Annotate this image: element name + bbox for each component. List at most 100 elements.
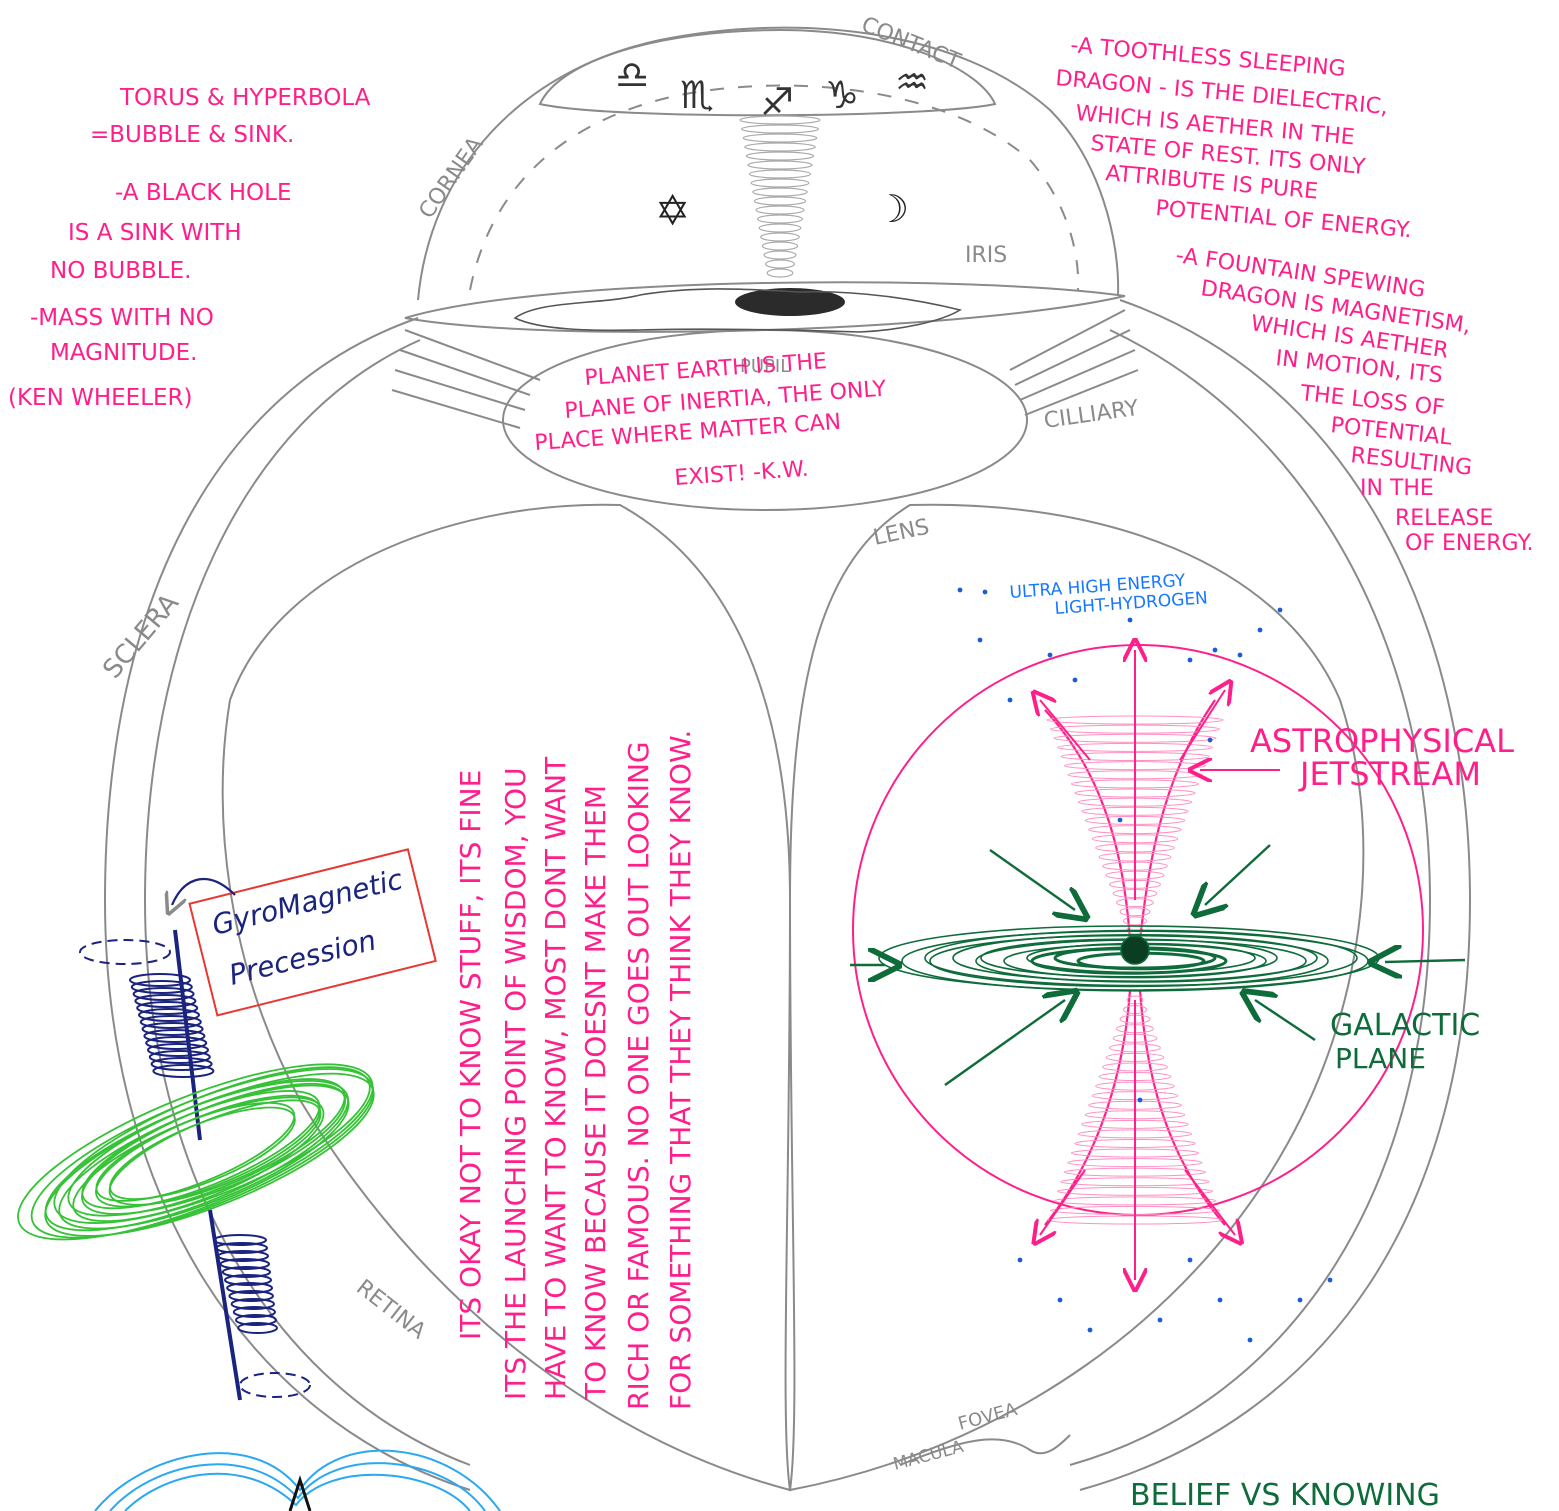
particle-dot — [1298, 1298, 1303, 1303]
particle-dot — [1248, 1338, 1253, 1343]
vortex-ring — [756, 206, 804, 214]
note-left-8: (KEN WHEELER) — [8, 385, 193, 411]
particle-dot — [1118, 818, 1123, 823]
vertical-note-1: ITS OKAY NOT TO KNOW STUFF, ITS FINE — [454, 770, 487, 1340]
inflow-arrow-tl — [990, 850, 1075, 910]
coil-loop — [146, 1037, 206, 1049]
coil-loop — [143, 1023, 203, 1035]
vortex-ring — [753, 188, 807, 196]
moon-icon: ☽ — [875, 187, 909, 231]
particle-dot — [1238, 653, 1243, 658]
note-right-14: IN THE — [1360, 476, 1434, 501]
gyro-coil-upper — [130, 974, 213, 1077]
coil-loop — [139, 1009, 199, 1021]
particle-dot — [978, 638, 983, 643]
vortex-ring — [761, 233, 799, 241]
label-fovea: FOVEA — [956, 1399, 1020, 1435]
particle-dot — [1218, 1298, 1223, 1303]
vortex-ring — [746, 152, 813, 160]
galaxy-core — [1121, 936, 1149, 964]
note-right-6: POTENTIAL OF ENERGY. — [1154, 196, 1412, 243]
earth-continents — [515, 289, 960, 332]
vertical-note-5: RICH OR FAMOUS. NO ONE GOES OUT LOOKING — [622, 741, 655, 1410]
particle-dot — [1213, 648, 1218, 653]
particle-dot — [1008, 698, 1013, 703]
jet-arrow-up-left — [1040, 700, 1090, 760]
label-macula: MACULA — [891, 1437, 966, 1475]
vortex-ring — [751, 179, 809, 187]
note-right-16: OF ENERGY. — [1405, 531, 1533, 556]
cornea-dome — [418, 28, 1118, 300]
label-plane: PLANE — [1335, 1042, 1426, 1075]
galactic-disk — [879, 926, 1379, 991]
lens-note-4: EXIST! -K.W. — [674, 457, 810, 491]
particle-dot — [1018, 1258, 1023, 1263]
gyro-top-dashed-ring — [80, 940, 170, 964]
cornea-vortex — [740, 116, 820, 277]
particle-dot — [1073, 678, 1078, 683]
vortex-ring — [750, 170, 811, 178]
label-cornea: CORNEA — [414, 133, 488, 224]
bottom-torus — [95, 1451, 500, 1511]
hydrogen-particles — [958, 588, 1333, 1343]
galaxy-sphere — [850, 588, 1465, 1343]
jet-arrow-down-right — [1185, 1170, 1235, 1235]
vertical-note-2: ITS THE LAUNCHING POINT OF WISDOM, YOU — [499, 767, 532, 1400]
jet-arrow-down-left — [1040, 1170, 1085, 1235]
particle-dot — [958, 588, 963, 593]
coil-loop — [135, 995, 195, 1007]
vortex-ring — [758, 215, 803, 223]
coil-loop — [150, 1051, 210, 1063]
note-left-2: =BUBBLE & SINK. — [90, 122, 294, 148]
note-left-7: MAGNITUDE. — [50, 340, 197, 366]
zodiac-aquarius: ♒ — [895, 60, 929, 104]
particle-dot — [1048, 653, 1053, 658]
particle-dot — [1158, 1318, 1163, 1323]
particle-dot — [1188, 658, 1193, 663]
star-of-david-icon: ✡ — [655, 186, 690, 235]
label-jetstream: JETSTREAM — [1298, 755, 1481, 793]
vertical-note-6: FOR SOMETHING THAT THEY THINK THEY KNOW. — [664, 730, 697, 1410]
galaxy-labels: ULTRA HIGH ENERGY LIGHT-HYDROGEN ASTROPH… — [1009, 571, 1514, 1075]
vortex-ring — [766, 260, 795, 268]
zodiac-capricorn: ♑ — [825, 73, 859, 117]
note-left-4: IS A SINK WITH — [68, 220, 242, 246]
vortex-ring — [759, 224, 801, 232]
particle-dot — [1138, 1098, 1143, 1103]
coil-loop — [148, 1044, 208, 1056]
gyro-disk-ring — [27, 1042, 392, 1268]
inflow-arrow-r — [1385, 960, 1465, 962]
particle-dot — [1088, 1328, 1093, 1333]
note-right-15: RELEASE — [1395, 506, 1493, 531]
vortex-ring — [748, 161, 812, 169]
particle-dot — [1128, 618, 1133, 623]
label-galactic: GALACTIC — [1330, 1008, 1480, 1043]
vortex-ring — [764, 251, 796, 259]
label-retina: RETINA — [351, 1275, 430, 1344]
vertical-note-3: HAVE TO WANT TO KNOW, MOST DONT WANT — [539, 756, 572, 1400]
label-lens: LENS — [871, 515, 932, 551]
vortex-ring — [743, 134, 817, 142]
inflow-arrow-bl — [945, 1000, 1065, 1085]
zodiac-sagittarius: ♐ — [760, 80, 794, 124]
particle-dot — [1208, 738, 1213, 743]
label-iris: IRIS — [965, 243, 1007, 268]
vortex-ring — [762, 242, 797, 250]
vortex-ring — [745, 143, 815, 151]
jet-coil-ring — [1120, 908, 1150, 916]
belief-vs-knowing-title: BELIEF VS KNOWING — [1130, 1478, 1440, 1511]
vertical-note: ITS OKAY NOT TO KNOW STUFF, ITS FINE ITS… — [454, 730, 697, 1410]
note-left-1: TORUS & HYPERBOLA — [119, 85, 371, 111]
note-right-11: THE LOSS OF — [1298, 381, 1445, 421]
inflow-arrow-tr — [1205, 845, 1270, 905]
note-left-3: -A BLACK HOLE — [115, 180, 292, 206]
vortex-ring — [754, 197, 805, 205]
note-left-6: -MASS WITH NO — [30, 305, 214, 331]
particle-dot — [1188, 1258, 1193, 1263]
notes-left: TORUS & HYPERBOLA =BUBBLE & SINK. -A BLA… — [8, 85, 371, 411]
coil-loop — [144, 1030, 204, 1042]
vertical-note-4: TO KNOW BECAUSE IT DOESNT MAKE THEM — [579, 785, 612, 1401]
zodiac-scorpio: ♏ — [680, 73, 714, 117]
coil-loop — [141, 1016, 201, 1028]
